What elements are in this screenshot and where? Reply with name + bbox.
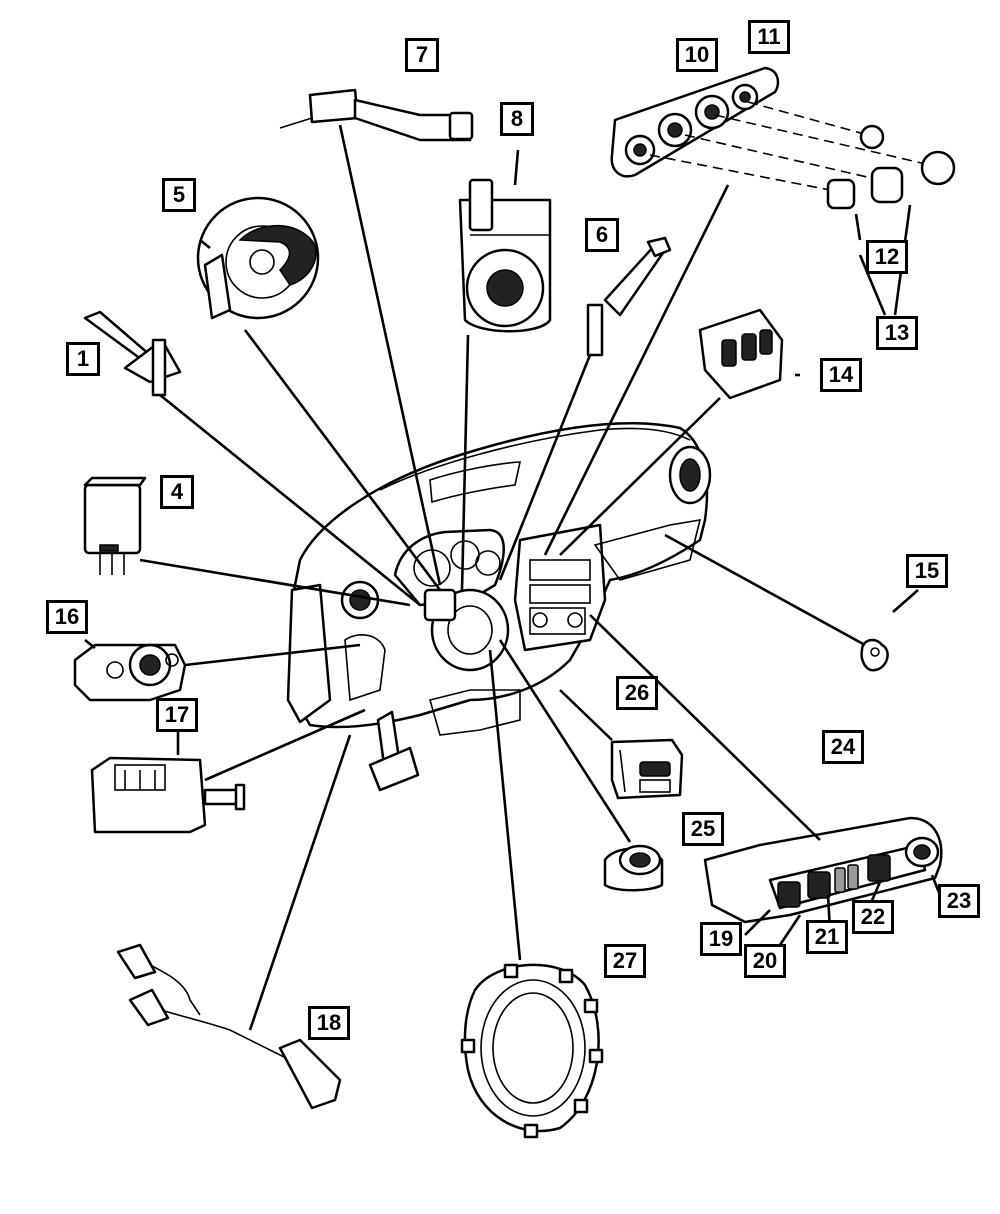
instrument-panel: [286, 421, 712, 792]
callout-16: 16: [46, 600, 88, 634]
callout-17: 17: [156, 698, 198, 732]
callout-25: 25: [682, 812, 724, 846]
callout-4: 4: [160, 475, 194, 509]
part-7-wiper-switch: [279, 88, 474, 142]
part-27-ring: [460, 963, 604, 1139]
part-12-13-knobs: [649, 101, 956, 210]
callout-27: 27: [604, 944, 646, 978]
callout-8: 8: [500, 102, 534, 136]
callout-7: 7: [405, 38, 439, 72]
callout-5: 5: [162, 178, 196, 212]
callout-15: 15: [906, 554, 948, 588]
callout-11: 11: [748, 20, 790, 54]
part-15-clip: [860, 638, 889, 672]
part-14-window-switch: [698, 308, 784, 400]
part-17-brake-switch: [90, 756, 246, 834]
callout-10: 10: [676, 38, 718, 72]
part-18-wiring-harness: [116, 943, 342, 1110]
callout-19: 19: [700, 922, 742, 956]
callout-1: 1: [66, 342, 100, 376]
callout-13: 13: [876, 316, 918, 350]
leader-lines: [84, 124, 942, 1031]
callout-24: 24: [822, 730, 864, 764]
callout-14: 14: [820, 358, 862, 392]
callout-23: 23: [938, 884, 980, 918]
part-4-relay: [83, 476, 147, 575]
part-16-switch: [73, 643, 187, 702]
part-8-ignition-switch: [458, 178, 552, 333]
callout-20: 20: [744, 944, 786, 978]
part-6-shift-lever: [586, 236, 672, 357]
callout-22: 22: [852, 900, 894, 934]
part-26-switch: [610, 738, 684, 800]
part-5-clockspring: [196, 196, 320, 320]
part-10-control-bezel: [610, 66, 780, 178]
callout-18: 18: [308, 1006, 350, 1040]
callout-21: 21: [806, 920, 848, 954]
callout-12: 12: [866, 240, 908, 274]
callout-26: 26: [616, 676, 658, 710]
part-19-23-switch-bank: [703, 816, 943, 924]
callout-6: 6: [585, 218, 619, 252]
part-1-multifunction-switch: [83, 310, 182, 397]
part-25-round-switch: [603, 844, 664, 892]
